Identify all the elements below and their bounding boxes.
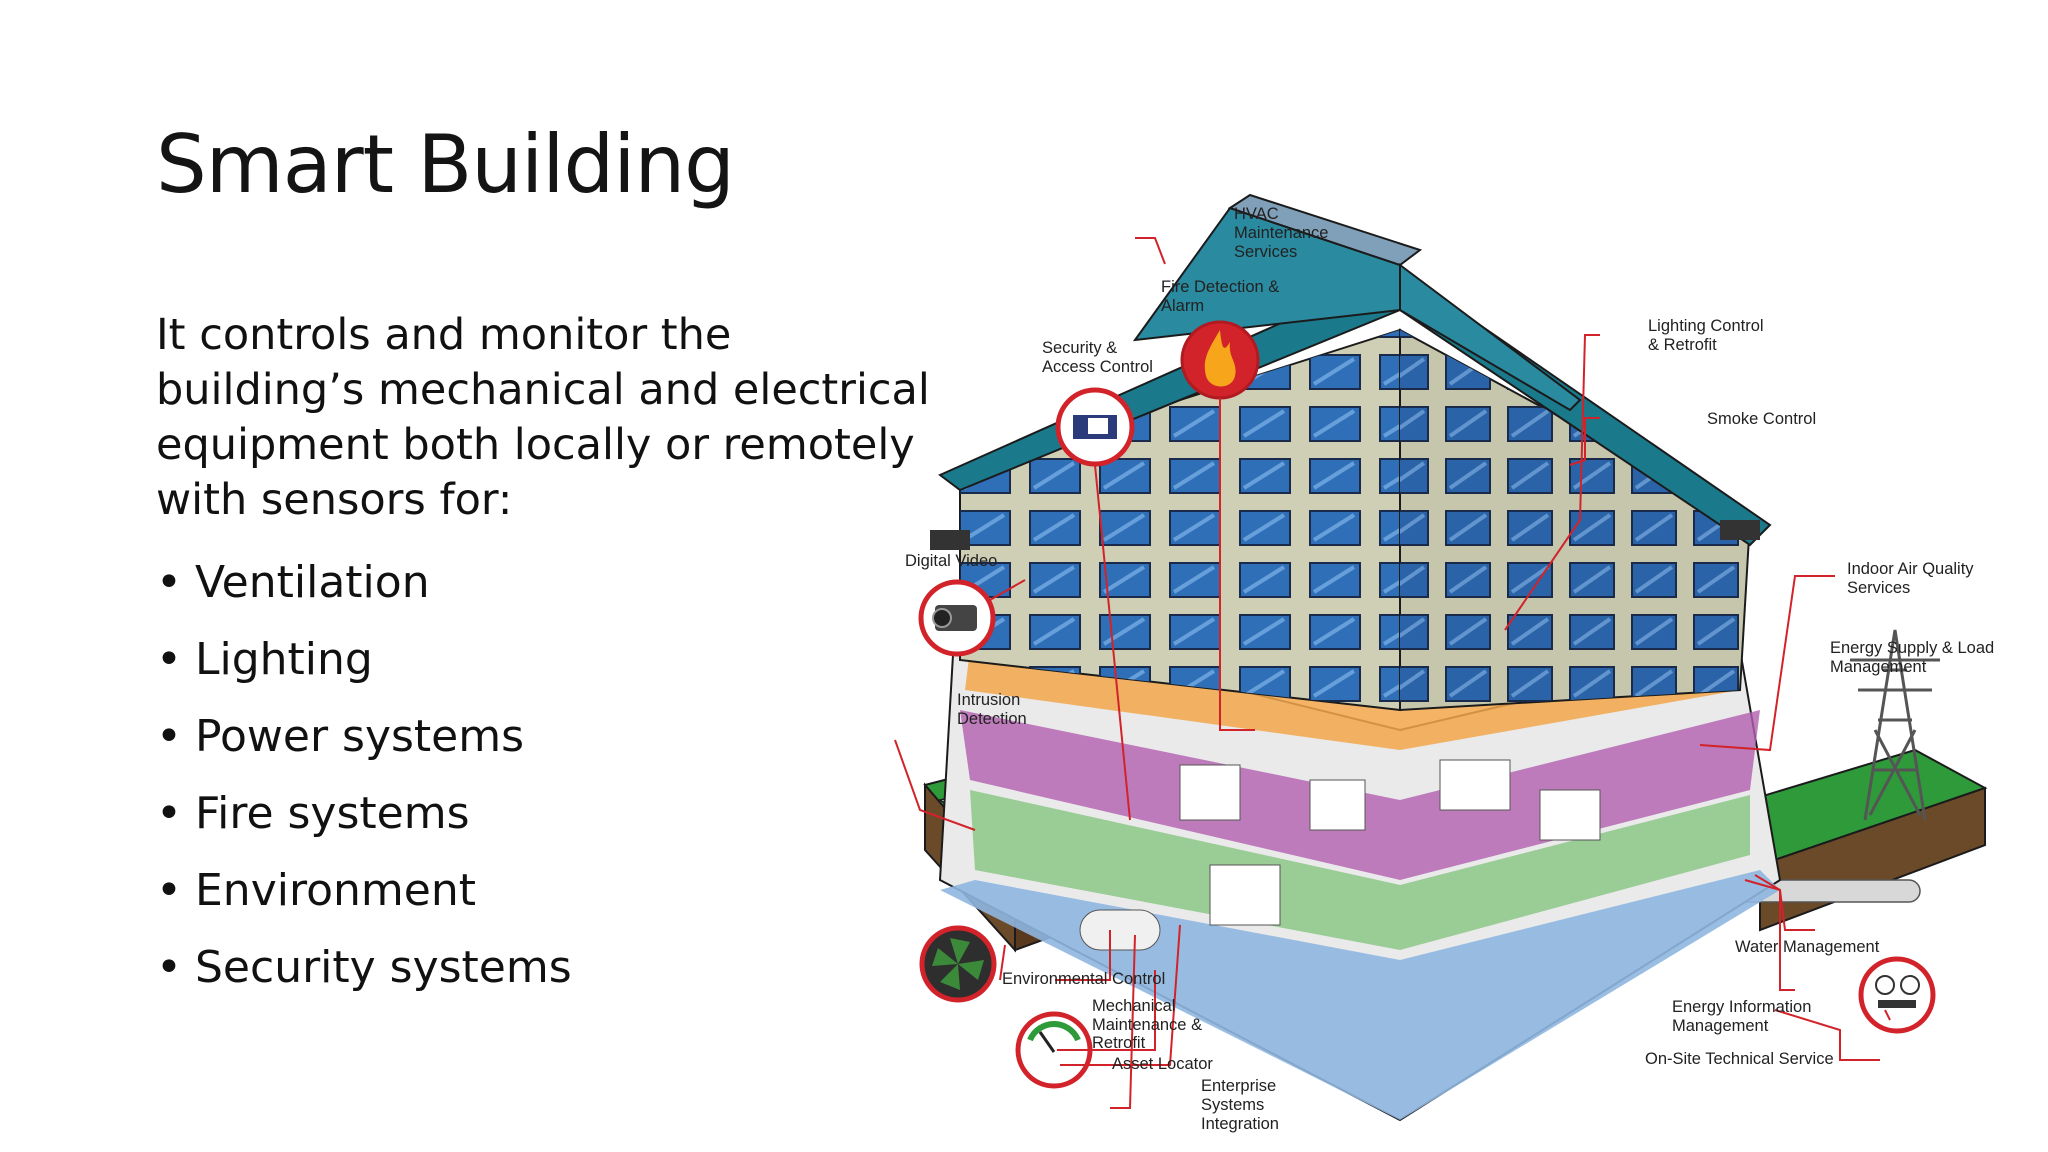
- label-onsite-technical: On-Site Technical Service: [1645, 1050, 1834, 1068]
- gauge-icon: [1015, 1011, 1093, 1089]
- bullet-item: •Environment: [156, 865, 476, 916]
- label-fire-detection: Fire Detection &Alarm: [1161, 278, 1279, 315]
- label-security-access: Security &Access Control: [1042, 339, 1153, 376]
- security-access-icon: [1055, 387, 1135, 467]
- building-facade: [938, 193, 1772, 712]
- label-water-management: Water Management: [1735, 938, 1880, 956]
- bullet-list: •Ventilation •Lighting •Power systems •F…: [156, 555, 572, 1017]
- power-pylon-icon: [1850, 629, 1940, 821]
- callout-lines: [894, 237, 1891, 1109]
- bullet-item: •Ventilation: [156, 557, 430, 608]
- label-environmental-control: Environmental Control: [1002, 970, 1165, 988]
- bullet-item: •Power systems: [156, 711, 525, 762]
- label-lighting-control: Lighting Control& Retrofit: [1648, 317, 1764, 354]
- label-digital-video: Digital Video: [905, 552, 997, 570]
- energy-meter-icon: [1858, 956, 1936, 1034]
- slide-title: Smart Building: [156, 118, 735, 211]
- label-smoke-control: Smoke Control: [1707, 410, 1816, 428]
- bullet-item: •Fire systems: [156, 788, 470, 839]
- roof-camera-icon: [930, 520, 1760, 550]
- label-asset-locator: Asset Locator: [1112, 1055, 1213, 1073]
- video-camera-icon: [918, 579, 996, 657]
- bullet-item: •Lighting: [156, 634, 373, 685]
- intro-paragraph: It controls and monitor the building’s m…: [156, 310, 930, 525]
- ventilation-fan-icon: [919, 925, 997, 1003]
- fire-alarm-icon: [1180, 320, 1260, 400]
- bullet-item: •Security systems: [156, 942, 572, 993]
